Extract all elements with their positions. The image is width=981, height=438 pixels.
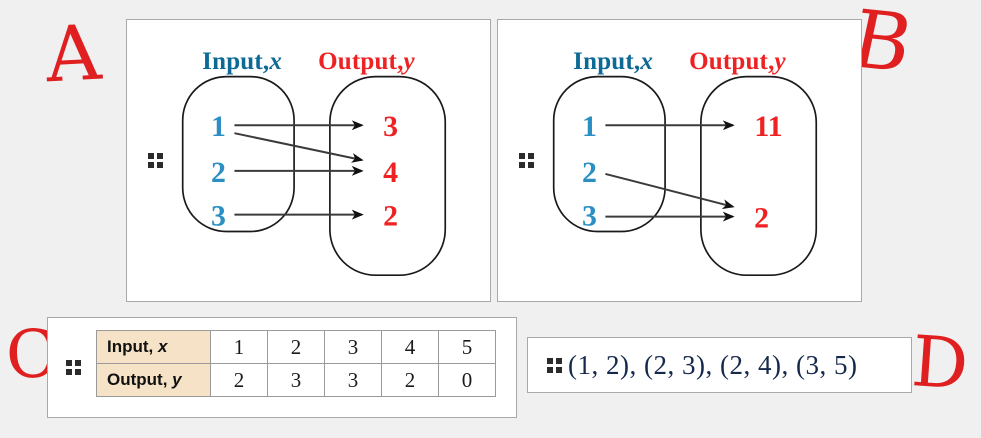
drag-dot (556, 358, 562, 364)
table-cell-output-1: 3 (267, 363, 325, 397)
panel-a-arrow-1-to-mid (234, 132, 364, 163)
drag-handle-panel-d[interactable] (547, 358, 562, 373)
annotation-letter-d: D (909, 320, 971, 406)
table-cell-input-0: 1 (210, 330, 268, 364)
table-cell-output-3: 2 (381, 363, 439, 397)
table-header-input-label: Input, (107, 337, 154, 356)
panel-a-mapping-svg: 1 2 3 3 4 2 (181, 75, 447, 277)
panel-b-output-value-1: 2 (754, 202, 769, 235)
table-cell-input-3: 4 (381, 330, 439, 364)
table-row-input: Input, x 1 2 3 4 5 (96, 330, 496, 364)
panel-a-output-value-1: 4 (383, 156, 398, 189)
drag-dot (75, 360, 81, 366)
panel-a-input-value-2: 3 (211, 200, 226, 233)
drag-handle-panel-c[interactable] (66, 360, 81, 375)
panel-b-mapping-svg: 1 2 3 11 2 (552, 75, 818, 277)
panel-b-output-value-0: 11 (754, 110, 782, 143)
table-cell-input-2: 3 (324, 330, 382, 364)
panel-b-output-oval (700, 75, 818, 277)
panel-b-input-value-2: 3 (582, 200, 597, 233)
drag-dot (547, 367, 553, 373)
panel-a-input-value-1: 2 (211, 156, 226, 189)
table-cell-input-1: 2 (267, 330, 325, 364)
table-row-output: Output, y 2 3 3 2 0 (96, 363, 496, 397)
table-cell-output-4: 0 (438, 363, 496, 397)
table-header-input: Input, x (96, 330, 211, 364)
drag-dot (556, 367, 562, 373)
ordered-pairs-panel-d[interactable]: (1, 2), (2, 3), (2, 4), (3, 5) (527, 337, 912, 393)
drag-handle-panel-a[interactable] (148, 153, 163, 168)
drag-dot (75, 369, 81, 375)
table-header-output: Output, y (96, 363, 211, 397)
drag-dot (66, 360, 72, 366)
drag-dot (66, 369, 72, 375)
panel-a-output-oval (329, 75, 447, 277)
input-output-table: Input, x 1 2 3 4 5 Output, y 2 3 3 2 0 (96, 330, 496, 397)
drag-dot (519, 153, 525, 159)
mapping-diagram-panel-b[interactable]: Input,x Output,y 1 2 3 11 2 (497, 19, 862, 302)
panel-b-input-value-0: 1 (582, 110, 597, 143)
table-header-output-label: Output, (107, 370, 168, 389)
panel-a-output-value-2: 2 (383, 200, 398, 233)
table-header-output-var: y (172, 370, 182, 389)
drag-dot (148, 162, 154, 168)
drag-dot (519, 162, 525, 168)
drag-dot (547, 358, 553, 364)
drag-dot (157, 162, 163, 168)
drag-handle-panel-b[interactable] (519, 153, 534, 168)
panel-a-input-value-0: 1 (211, 110, 226, 143)
drag-dot (528, 153, 534, 159)
mapping-diagram-panel-a[interactable]: Input,x Output,y 1 2 3 (126, 19, 491, 302)
table-cell-output-0: 2 (210, 363, 268, 397)
annotation-letter-a: A (43, 7, 104, 100)
value-table-panel-c[interactable]: Input, x 1 2 3 4 5 Output, y 2 3 3 2 0 (47, 317, 517, 418)
drag-dot (148, 153, 154, 159)
table-cell-output-2: 3 (324, 363, 382, 397)
panel-b-input-oval (552, 75, 666, 233)
ordered-pairs-text: (1, 2), (2, 3), (2, 4), (3, 5) (568, 349, 858, 380)
drag-dot (157, 153, 163, 159)
panel-a-input-oval (181, 75, 295, 233)
panel-b-arrow-2-to-mid (605, 172, 735, 209)
table-header-input-var: x (158, 337, 168, 356)
panel-b-input-value-1: 2 (582, 156, 597, 189)
table-cell-input-4: 5 (438, 330, 496, 364)
drag-dot (528, 162, 534, 168)
panel-a-output-value-0: 3 (383, 110, 398, 143)
